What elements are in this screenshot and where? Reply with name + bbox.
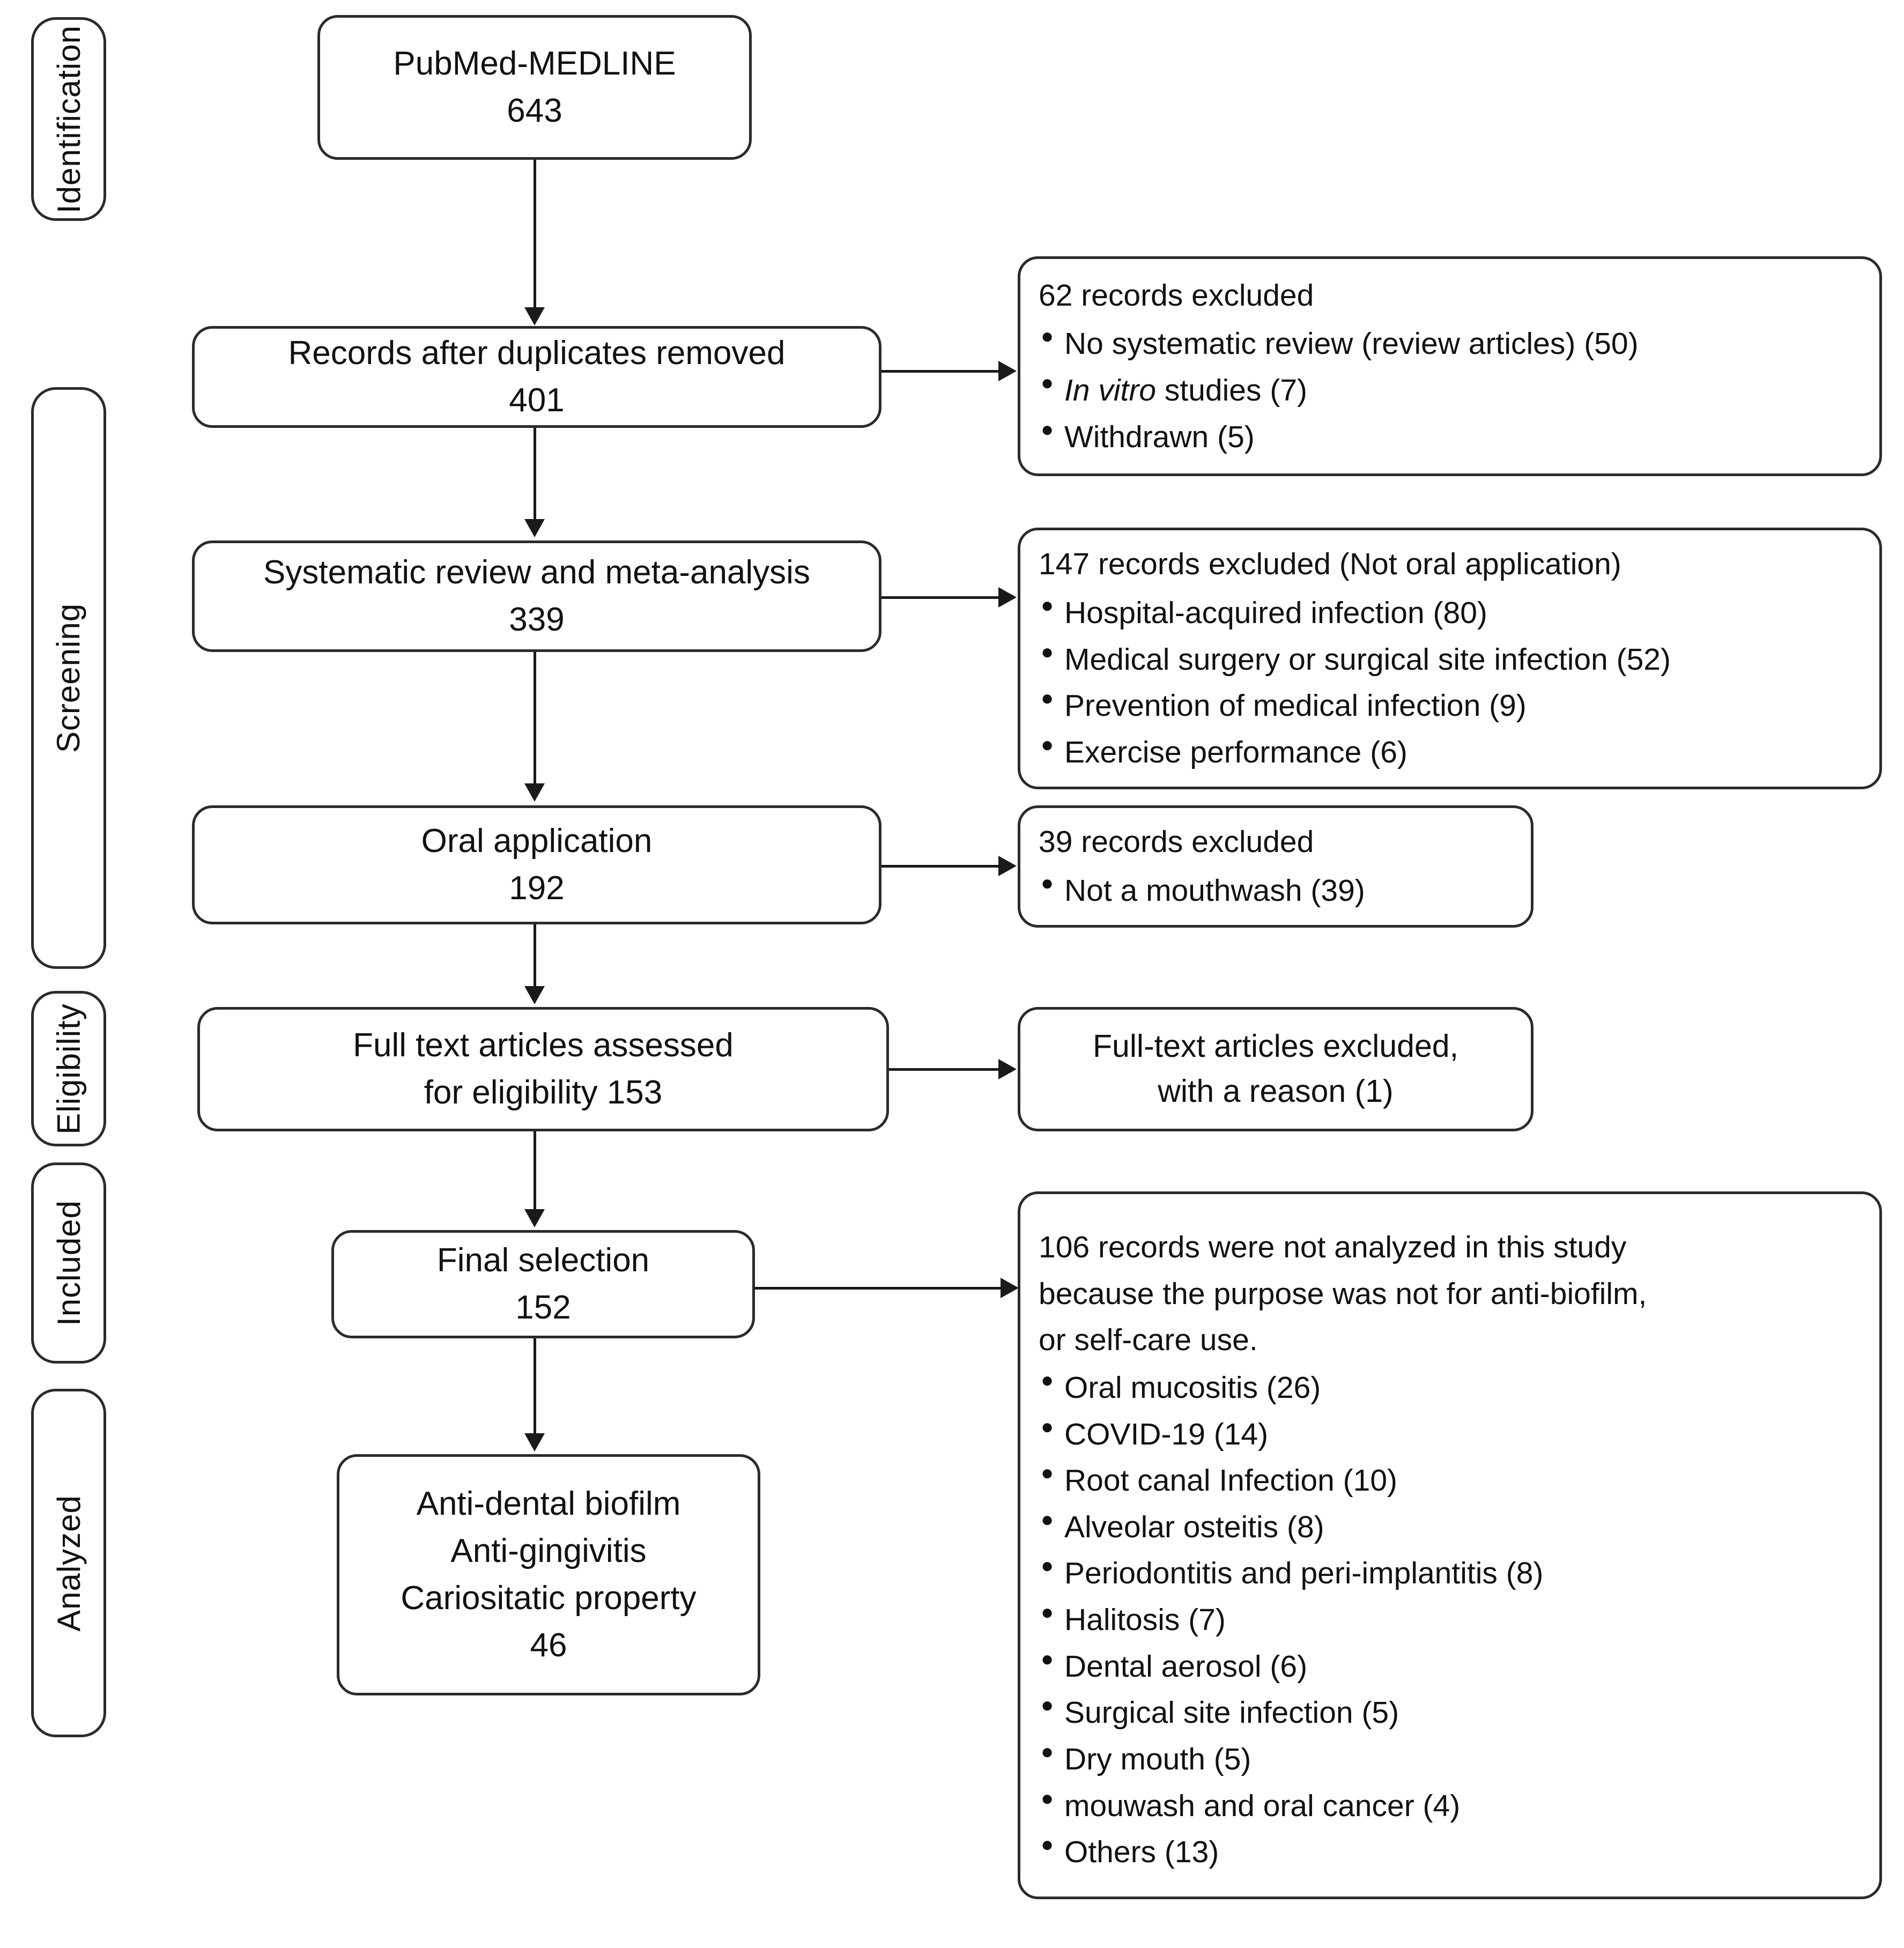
stage-label-screening-text: Screening bbox=[50, 603, 87, 753]
exclusion-box-147-list: Hospital-acquired infection (80) Medical… bbox=[1039, 589, 1863, 776]
list-item: Dry mouth (5) bbox=[1039, 1736, 1863, 1783]
arrowhead-source-to-duplicates bbox=[524, 307, 545, 325]
exclusion-box-106-list: Oral mucositis (26) COVID-19 (14) Root c… bbox=[1039, 1364, 1863, 1876]
exclusion-box-106: 106 records were not analyzed in this st… bbox=[1018, 1191, 1882, 1899]
flow-box-oral-application-line-1: Oral application bbox=[421, 822, 653, 860]
list-item: Withdrawn (5) bbox=[1039, 413, 1863, 461]
list-item: mouwash and oral cancer (4) bbox=[1039, 1782, 1863, 1830]
list-item: No systematic review (review articles) (… bbox=[1039, 320, 1863, 367]
flow-box-final-selection-count: 152 bbox=[515, 1289, 571, 1326]
connector-source-to-duplicates bbox=[534, 160, 536, 310]
connector-final-to-not-analyzed bbox=[755, 1287, 1005, 1290]
arrowhead-oral-to-excluded39 bbox=[998, 856, 1017, 876]
exclusion-box-106-heading-line-3: or self-care use. bbox=[1039, 1323, 1258, 1358]
list-item: Root canal Infection (10) bbox=[1039, 1457, 1863, 1504]
flow-box-analyzed-outcomes-line-1: Anti-dental biofilm bbox=[416, 1485, 681, 1522]
arrowhead-duplicates-to-systematic bbox=[524, 519, 545, 537]
exclusion-box-fulltext-reason-line-2: with a reason (1) bbox=[1158, 1073, 1394, 1109]
list-item: In vitro studies (7) bbox=[1039, 367, 1863, 414]
connector-systematic-to-excluded147 bbox=[881, 596, 1003, 599]
list-item: Prevention of medical infection (9) bbox=[1039, 682, 1863, 729]
flow-box-source: PubMed-MEDLINE 643 bbox=[317, 15, 752, 160]
stage-label-eligibility-text: Eligibility bbox=[50, 1003, 87, 1135]
list-item: Exercise performance (6) bbox=[1039, 729, 1863, 776]
exclusion-box-fulltext-reason: Full-text articles excluded, with a reas… bbox=[1018, 1007, 1533, 1131]
list-item: Hospital-acquired infection (80) bbox=[1039, 589, 1863, 636]
flow-box-after-duplicates-line-1: Records after duplicates removed bbox=[288, 334, 786, 372]
flow-box-systematic-review-count: 339 bbox=[509, 601, 565, 638]
flow-box-final-selection-line-1: Final selection bbox=[436, 1241, 650, 1279]
list-item: Medical surgery or surgical site infecti… bbox=[1039, 636, 1863, 683]
exclusion-box-147: 147 records excluded (Not oral applicati… bbox=[1018, 528, 1882, 789]
list-item: Periodontitis and peri-implantitis (8) bbox=[1039, 1550, 1863, 1597]
exclusion-box-106-heading-line-1: 106 records were not analyzed in this st… bbox=[1039, 1230, 1627, 1264]
stage-label-analyzed-text: Analyzed bbox=[50, 1494, 87, 1632]
arrowhead-final-to-not-analyzed bbox=[1001, 1278, 1019, 1298]
flow-box-oral-application: Oral application 192 bbox=[192, 805, 881, 924]
stage-label-included-text: Included bbox=[50, 1200, 87, 1326]
flow-box-full-text: Full text articles assessed for eligibil… bbox=[197, 1007, 889, 1131]
arrowhead-oral-to-fulltext bbox=[524, 986, 545, 1004]
connector-final-to-analyzed bbox=[534, 1338, 536, 1436]
exclusion-box-39-list: Not a mouthwash (39) bbox=[1039, 867, 1515, 914]
connector-oral-to-excluded39 bbox=[881, 865, 1003, 868]
exclusion-box-62-heading: 62 records excluded bbox=[1039, 278, 1314, 313]
list-item: COVID-19 (14) bbox=[1039, 1411, 1863, 1458]
stage-label-analyzed: Analyzed bbox=[31, 1389, 106, 1737]
flow-box-systematic-review: Systematic review and meta-analysis 339 bbox=[192, 540, 881, 652]
flow-box-after-duplicates: Records after duplicates removed 401 bbox=[192, 326, 881, 428]
exclusion-box-62: 62 records excluded No systematic review… bbox=[1018, 256, 1882, 476]
exclusion-box-fulltext-reason-line-1: Full-text articles excluded, bbox=[1092, 1028, 1459, 1064]
stage-label-eligibility: Eligibility bbox=[31, 991, 106, 1146]
arrowhead-systematic-to-oral bbox=[524, 783, 545, 802]
flow-box-source-count: 643 bbox=[507, 92, 562, 129]
arrowhead-final-to-analyzed bbox=[524, 1433, 545, 1451]
list-item: Surgical site infection (5) bbox=[1039, 1689, 1863, 1736]
flow-box-full-text-line-2: for eligibility 153 bbox=[424, 1074, 663, 1111]
stage-label-screening: Screening bbox=[31, 387, 106, 969]
flow-box-analyzed-outcomes-line-3: Cariositatic property bbox=[401, 1580, 697, 1617]
exclusion-box-147-heading: 147 records excluded (Not oral applicati… bbox=[1039, 547, 1621, 582]
flow-box-analyzed-outcomes-line-2: Anti-gingivitis bbox=[450, 1532, 647, 1569]
flow-box-analyzed-outcomes-count: 46 bbox=[530, 1627, 567, 1664]
italic-term: In vitro bbox=[1064, 373, 1157, 408]
exclusion-box-39-heading: 39 records excluded bbox=[1039, 825, 1314, 860]
arrowhead-systematic-to-excluded147 bbox=[998, 587, 1017, 608]
flow-box-systematic-review-line-1: Systematic review and meta-analysis bbox=[263, 553, 810, 591]
arrowhead-fulltext-to-excluded-reason bbox=[998, 1059, 1017, 1079]
list-item: Others (13) bbox=[1039, 1828, 1863, 1876]
connector-oral-to-fulltext bbox=[534, 924, 536, 989]
flow-box-analyzed-outcomes: Anti-dental biofilm Anti-gingivitis Cari… bbox=[337, 1454, 760, 1695]
connector-fulltext-to-final bbox=[534, 1131, 536, 1212]
flow-box-oral-application-count: 192 bbox=[509, 870, 565, 907]
list-item: Alveolar osteitis (8) bbox=[1039, 1503, 1863, 1551]
stage-label-identification: Identification bbox=[31, 17, 106, 221]
arrowhead-duplicates-to-excluded62 bbox=[998, 361, 1017, 381]
stage-label-identification-text: Identification bbox=[50, 25, 87, 213]
list-item: Oral mucositis (26) bbox=[1039, 1364, 1863, 1411]
exclusion-box-62-list: No systematic review (review articles) (… bbox=[1039, 320, 1863, 461]
list-item-rest: studies (7) bbox=[1156, 373, 1308, 408]
exclusion-box-106-heading-line-2: because the purpose was not for anti-bio… bbox=[1039, 1276, 1647, 1311]
connector-fulltext-to-excluded-reason bbox=[889, 1068, 1003, 1071]
stage-label-included: Included bbox=[31, 1162, 106, 1364]
flow-box-after-duplicates-count: 401 bbox=[509, 382, 565, 419]
arrowhead-fulltext-to-final bbox=[524, 1209, 545, 1227]
connector-systematic-to-oral bbox=[534, 652, 536, 786]
flow-box-source-line-1: PubMed-MEDLINE bbox=[393, 45, 676, 82]
list-item: Not a mouthwash (39) bbox=[1039, 867, 1515, 914]
list-item: Dental aerosol (6) bbox=[1039, 1643, 1863, 1690]
connector-duplicates-to-excluded62 bbox=[881, 370, 1003, 373]
flow-box-final-selection: Final selection 152 bbox=[331, 1230, 755, 1338]
flow-box-full-text-line-1: Full text articles assessed bbox=[353, 1026, 734, 1064]
connector-duplicates-to-systematic bbox=[534, 428, 536, 522]
list-item: Halitosis (7) bbox=[1039, 1596, 1863, 1643]
exclusion-box-39: 39 records excluded Not a mouthwash (39) bbox=[1018, 805, 1533, 928]
